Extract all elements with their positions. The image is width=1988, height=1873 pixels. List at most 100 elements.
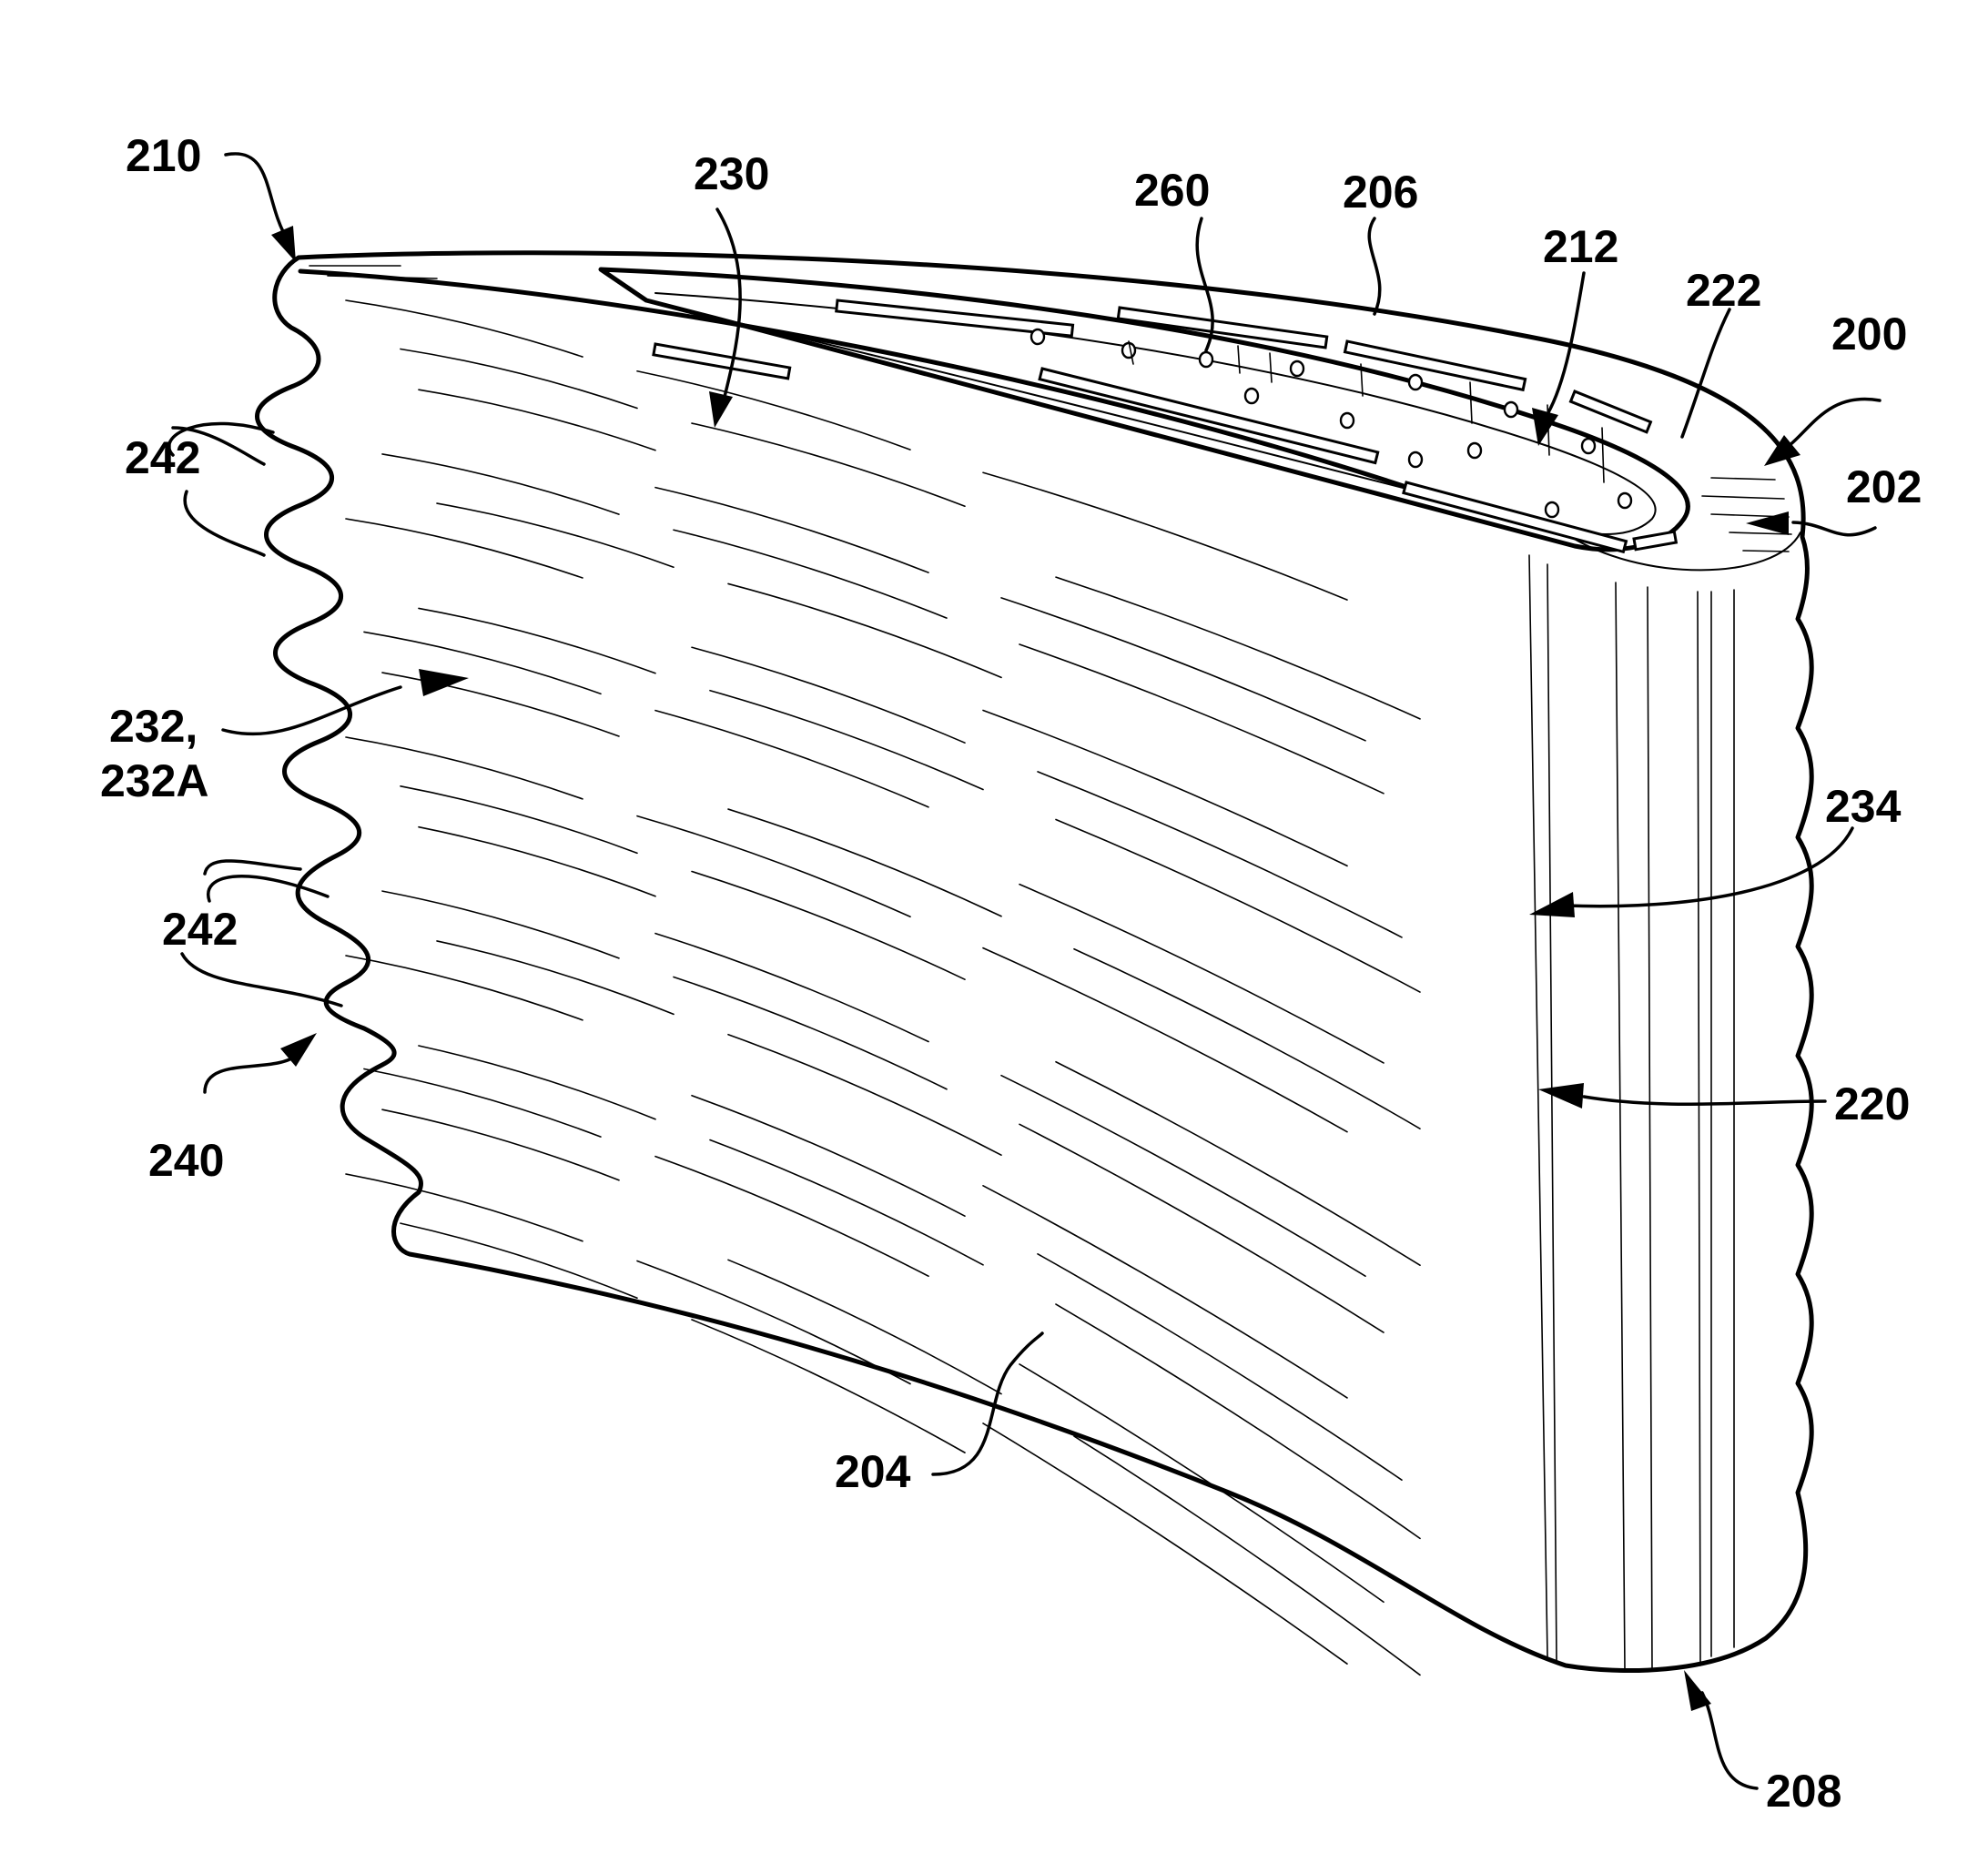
hatch-stroke — [1056, 1062, 1420, 1265]
hatch-stroke — [437, 941, 674, 1014]
vline — [1547, 564, 1557, 1661]
hatch-stroke — [346, 737, 583, 799]
hatch-stroke — [983, 472, 1347, 600]
arrow-232 — [419, 669, 469, 696]
hatch-stroke — [674, 530, 947, 618]
label-206: 206 — [1343, 167, 1418, 218]
arrow-230 — [709, 391, 733, 428]
label-242-upper: 242 — [125, 432, 200, 483]
hatch-stroke — [692, 1320, 965, 1453]
slot — [1634, 532, 1676, 550]
label-204: 204 — [835, 1446, 911, 1497]
hatch — [1470, 382, 1472, 423]
vline — [1616, 582, 1625, 1670]
hatch-stroke — [728, 583, 1001, 677]
arrow-212 — [1532, 408, 1558, 446]
hatch-stroke — [674, 977, 947, 1088]
hole — [1468, 443, 1481, 458]
hatch-stroke — [419, 827, 655, 896]
hatch-stroke — [983, 710, 1347, 866]
hole — [1582, 439, 1595, 453]
hatch-stroke — [1001, 1076, 1365, 1276]
hatch-stroke — [364, 1068, 601, 1137]
vline — [1698, 592, 1700, 1665]
hatch-stroke — [1019, 885, 1384, 1063]
label-240: 240 — [148, 1135, 224, 1186]
hatch-stroke — [382, 454, 619, 514]
hatch-stroke — [728, 1260, 1001, 1393]
label-212: 212 — [1543, 221, 1618, 272]
leader-222 — [1682, 309, 1729, 437]
hole — [1291, 361, 1303, 376]
label-200: 200 — [1831, 309, 1907, 359]
hatch-stroke — [437, 503, 674, 567]
label-242-lower: 242 — [162, 904, 238, 955]
label-220: 220 — [1834, 1078, 1910, 1129]
label-202: 202 — [1846, 461, 1922, 512]
hatch-stroke — [346, 300, 583, 357]
label-232a: 232A — [100, 755, 209, 806]
hatch-stroke — [692, 1096, 965, 1216]
hatch — [1270, 353, 1272, 382]
hole — [1341, 413, 1354, 428]
leading-edge-shading — [1529, 555, 1734, 1670]
hatch-stroke — [1019, 1124, 1384, 1332]
hatch-stroke — [983, 948, 1347, 1132]
hole — [1409, 375, 1422, 390]
hatch-stroke — [983, 1423, 1347, 1664]
hatch-stroke — [1056, 577, 1420, 719]
slot — [1404, 482, 1627, 552]
leader-230 — [717, 209, 740, 400]
hatch-stroke — [346, 1174, 583, 1241]
arrow-220 — [1538, 1083, 1584, 1109]
hatch-stroke — [419, 1046, 655, 1119]
hole — [1505, 402, 1517, 417]
hatch-stroke — [382, 891, 619, 958]
airfoil-outline — [258, 253, 1812, 1671]
hatch — [1602, 428, 1604, 482]
hatch-stroke — [1001, 598, 1365, 741]
leader-206 — [1369, 218, 1380, 314]
hole — [1122, 343, 1135, 358]
leader-210 — [226, 154, 287, 238]
hole — [1546, 502, 1558, 517]
hatch-stroke — [1074, 949, 1420, 1129]
hatch-stroke — [983, 1186, 1347, 1398]
hatch-stroke — [401, 786, 637, 854]
leader-242f — [205, 861, 300, 874]
leader-242d — [208, 876, 328, 901]
leader-202 — [1793, 522, 1875, 535]
hline — [1711, 478, 1775, 480]
hatch-stroke — [728, 1035, 1001, 1155]
hole — [1200, 352, 1212, 367]
hole — [1618, 493, 1631, 508]
vline — [1529, 555, 1547, 1656]
hline — [1743, 551, 1789, 552]
hatch-stroke — [728, 809, 1001, 916]
hatch-stroke — [1019, 644, 1384, 794]
hatch — [1238, 346, 1240, 373]
leader-242c — [185, 491, 264, 555]
hole — [1031, 329, 1044, 344]
hatch-stroke — [655, 711, 928, 807]
leader-240 — [205, 1056, 296, 1092]
label-232: 232, — [109, 701, 198, 752]
label-208: 208 — [1766, 1766, 1841, 1817]
hole — [1409, 452, 1422, 467]
arrow-234 — [1529, 892, 1575, 917]
slot — [1571, 391, 1651, 432]
label-230: 230 — [694, 148, 769, 199]
hatch-stroke — [655, 488, 928, 573]
airfoil-body — [258, 253, 1812, 1676]
label-234: 234 — [1825, 781, 1902, 832]
leader-242e — [182, 954, 341, 1006]
hatch-stroke — [1038, 772, 1402, 937]
label-210: 210 — [126, 130, 201, 181]
hatch-stroke — [1074, 1436, 1420, 1675]
hatch-stroke — [692, 423, 965, 506]
hatch-stroke — [419, 390, 655, 451]
hatch-stroke — [346, 956, 583, 1020]
hatch-stroke — [419, 608, 655, 673]
hatch-stroke — [637, 371, 910, 450]
